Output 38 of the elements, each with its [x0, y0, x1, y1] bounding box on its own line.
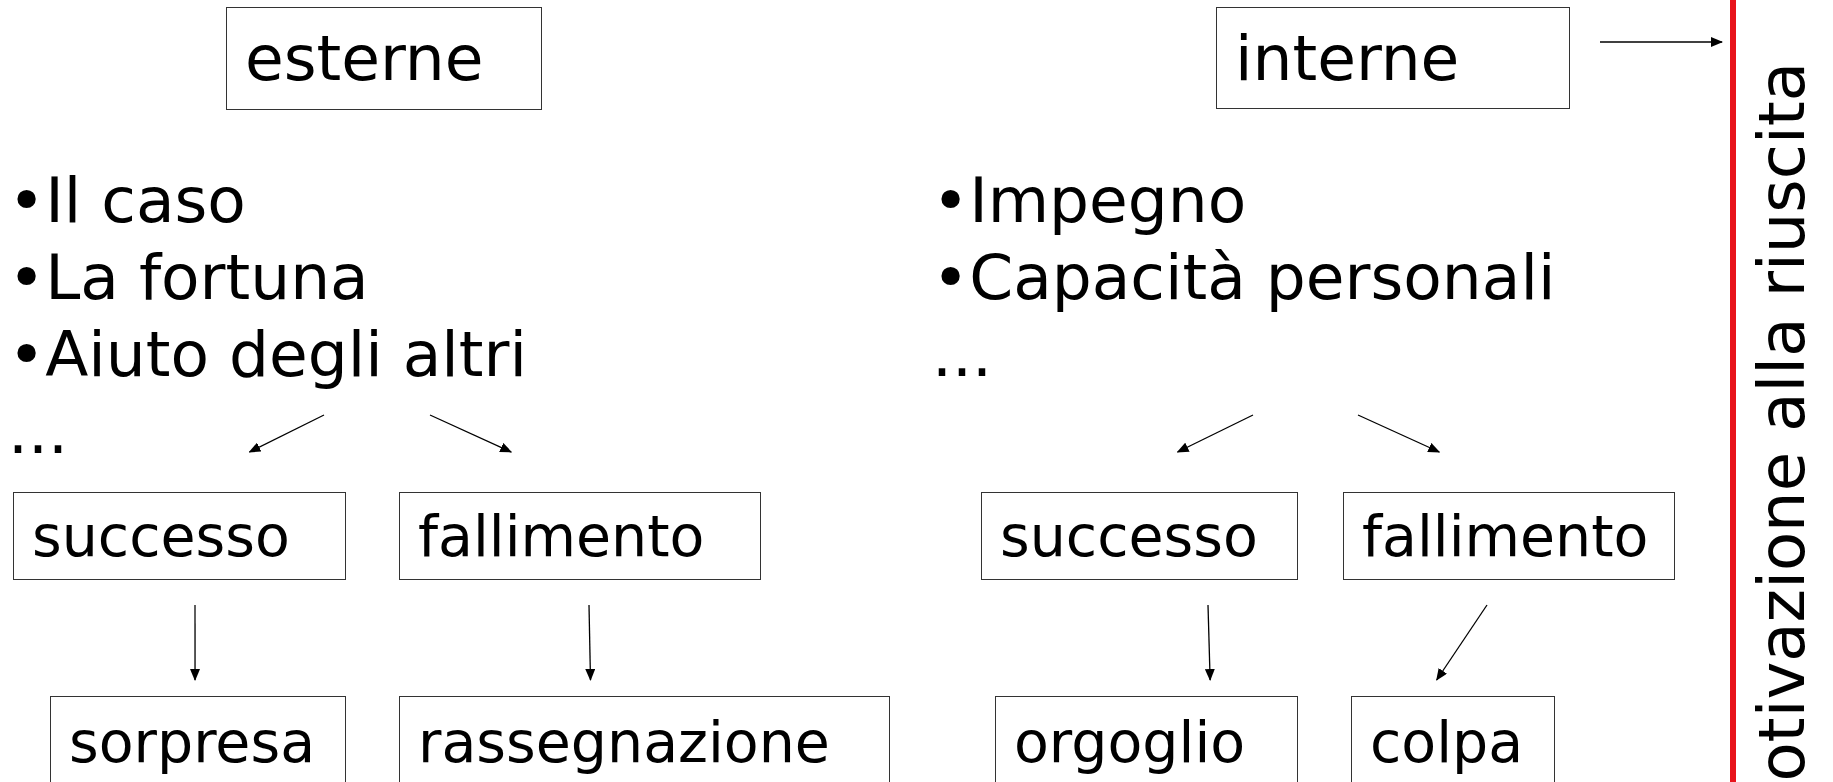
list-item: •La fortuna [8, 240, 370, 316]
text-box [13, 492, 346, 580]
list-item: •Capacità personali [932, 240, 1557, 316]
arrow [1204, 604, 1215, 681]
list-item: ... [8, 394, 70, 470]
text-box [50, 696, 346, 782]
arrow [1599, 37, 1723, 47]
text-box [995, 696, 1298, 782]
box-label: rassegnazione [418, 709, 830, 775]
text-box [399, 696, 890, 782]
box-label: esterne [245, 22, 484, 95]
box-label: sorpresa [69, 709, 316, 775]
box-label: fallimento [418, 503, 705, 569]
text-box [1351, 696, 1555, 782]
box-label: successo [1000, 503, 1258, 569]
arrow [1436, 604, 1488, 681]
arrow [585, 604, 596, 681]
list-item: •Il caso [8, 163, 247, 239]
vertical-bar [1730, 0, 1736, 782]
box-label: fallimento [1362, 503, 1649, 569]
text-box [1343, 492, 1675, 580]
text-box [1216, 7, 1570, 109]
text-box [399, 492, 761, 580]
arrow [429, 414, 513, 453]
box-label: interne [1235, 21, 1460, 95]
list-item: ... [932, 317, 994, 393]
arrow [1357, 414, 1441, 453]
vertical-caption: otivazione alla riuscita [1744, 62, 1820, 782]
text-box [981, 492, 1298, 580]
text-box [226, 7, 542, 110]
box-label: orgoglio [1014, 709, 1246, 775]
box-label: successo [32, 503, 290, 569]
arrow [190, 604, 201, 681]
box-label: colpa [1370, 709, 1524, 775]
list-item: •Impegno [932, 163, 1248, 239]
list-item: •Aiuto degli altri [8, 317, 528, 393]
arrow [1176, 414, 1254, 453]
arrow [248, 414, 325, 453]
